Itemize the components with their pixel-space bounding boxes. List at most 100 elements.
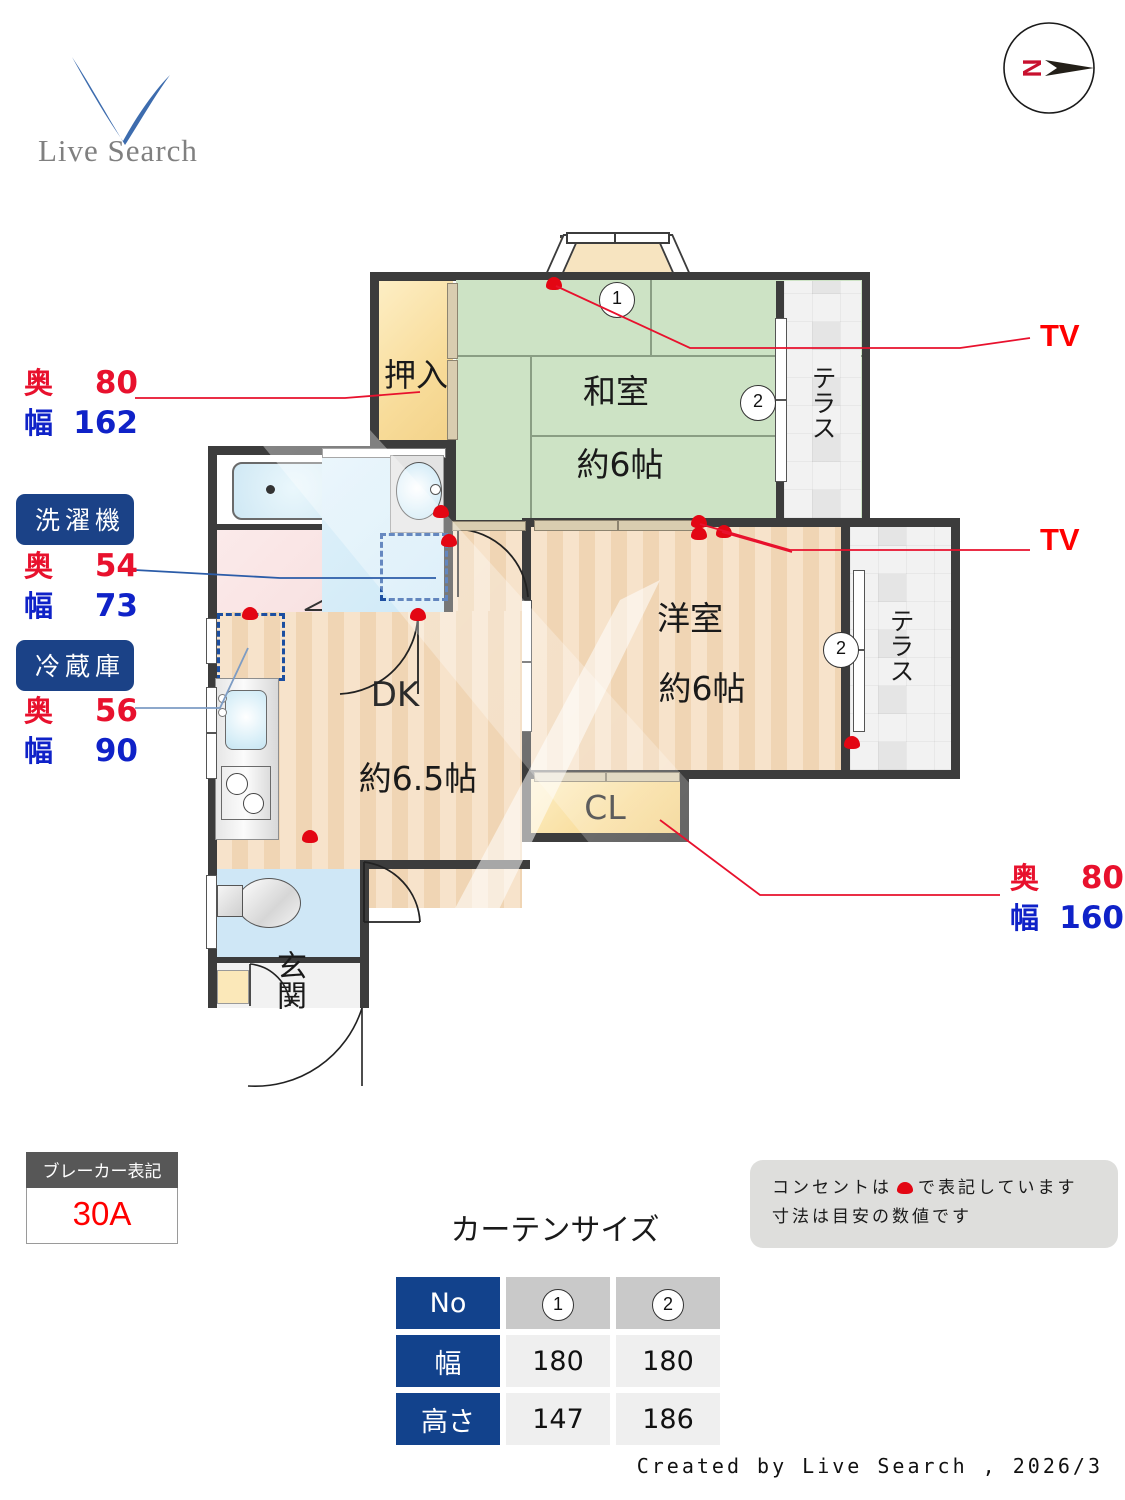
oshiire-fusuma-top <box>447 283 458 359</box>
annotation-cl: 奥 80 幅 160 <box>1010 855 1124 936</box>
kitchen-sink-icon <box>225 690 267 750</box>
toilet-door-swing-icon <box>363 861 421 923</box>
table-row-width: 幅 180 180 <box>396 1335 720 1387</box>
cl-width-value: 160 <box>1059 900 1124 936</box>
cell-height-2: 186 <box>616 1393 720 1445</box>
cell-height-1: 147 <box>506 1393 610 1445</box>
yoshitsu-west-sash-lower[interactable] <box>521 662 532 732</box>
label-cl: CL <box>584 788 626 827</box>
tatami-seam-1 <box>456 355 862 357</box>
annotation-oshiire: 奥 80 幅 162 <box>24 360 138 441</box>
wall-north-right <box>861 272 870 524</box>
curtain-size-section: カーテンサイズ No 1 2 幅 180 180 高さ 147 186 <box>390 1205 726 1451</box>
curtain-no-2: 2 <box>652 1288 684 1321</box>
yoshitsu-sliding-door-right[interactable] <box>618 520 696 531</box>
outlet-yoshitsu-north-c <box>716 525 732 538</box>
hall-door-swing-icon <box>457 528 529 598</box>
cl-width-key: 幅 <box>1010 901 1040 935</box>
legend-line-1-before: コンセントは <box>772 1178 892 1198</box>
toilet-tank-icon <box>217 885 243 917</box>
tv-label-south: TV <box>1040 522 1080 557</box>
toilet-bowl-icon <box>237 878 301 928</box>
wall-cl-bottom <box>522 833 689 842</box>
table-row-height: 高さ 147 186 <box>396 1393 720 1445</box>
outlet-dk-hall <box>410 608 426 621</box>
row-header-height: 高さ <box>396 1393 500 1445</box>
row-header-width: 幅 <box>396 1335 500 1387</box>
tag-washing-machine: 洗濯機 <box>16 494 134 545</box>
bay-window-mullion <box>614 232 616 242</box>
legend-line-2: 寸法は目安の数値です <box>772 1207 972 1227</box>
bathtub-drain-icon <box>266 485 275 494</box>
window-sash-terrace-north-lower[interactable] <box>775 400 787 482</box>
room-oshiire <box>379 281 453 440</box>
cell-width-1: 180 <box>506 1335 610 1387</box>
outlet-washitsu-north <box>546 277 562 290</box>
cell-no-2: 2 <box>616 1277 720 1329</box>
hall-door-frame <box>452 521 526 531</box>
window-sash-terrace-south-upper[interactable] <box>853 570 865 650</box>
wall-cl-right <box>680 770 689 842</box>
tag-refrigerator: 冷蔵庫 <box>16 640 134 691</box>
kitchen-faucet-icon <box>218 694 227 703</box>
fridge-width-value: 90 <box>94 733 138 769</box>
sink-faucet-icon <box>430 484 441 495</box>
toilet-window-sash[interactable] <box>206 875 217 949</box>
fridge-depth-key: 奥 <box>24 694 54 728</box>
tatami-seam-2 <box>650 280 652 356</box>
window-marker-2-south: 2 <box>823 632 859 668</box>
yoshitsu-sliding-door-left[interactable] <box>534 520 618 531</box>
brand-name: Live Search <box>38 133 198 168</box>
window-sash-terrace-north-upper[interactable] <box>775 318 787 400</box>
compass-label: N <box>1017 59 1047 78</box>
tatami-seam-4 <box>530 435 800 437</box>
west-sash-1[interactable] <box>206 618 217 664</box>
west-sash-3[interactable] <box>206 733 217 779</box>
entrance-door-swing-icon <box>247 1007 363 1088</box>
window-sash-terrace-south-lower[interactable] <box>853 650 865 732</box>
washer-width-key: 幅 <box>24 589 54 623</box>
compass-north-icon: N <box>999 18 1099 118</box>
washing-machine-slot <box>380 533 448 601</box>
cl-depth-key: 奥 <box>1010 861 1040 895</box>
label-terrace-north: テラス <box>808 365 837 440</box>
outlet-washing-machine <box>441 534 457 547</box>
wall-south-right <box>951 518 960 778</box>
row-header-no: No <box>396 1277 500 1329</box>
outlet-yoshitsu-east <box>844 736 860 749</box>
label-washitsu-size: 約6帖 <box>576 445 664 484</box>
stove-burner-2-icon <box>243 793 264 814</box>
oshiire-width-key: 幅 <box>24 406 54 440</box>
yoshitsu-west-sash-upper[interactable] <box>521 600 532 662</box>
breaker-box: ブレーカー表記 30A <box>26 1152 178 1244</box>
outlet-mark-icon <box>897 1182 913 1194</box>
oshiire-depth-key: 奥 <box>24 366 54 400</box>
legend-line-1: コンセントはで表記しています <box>750 1174 1118 1203</box>
cell-width-2: 180 <box>616 1335 720 1387</box>
west-sash-2[interactable] <box>206 687 217 733</box>
breaker-value: 30A <box>26 1188 178 1244</box>
checkmark-v-logo <box>72 57 170 145</box>
brand-logo: Live Search <box>30 45 270 185</box>
curtain-title: カーテンサイズ <box>450 1213 660 1248</box>
annotation-washing-machine: 奥 54 幅 73 <box>24 543 138 624</box>
oshiire-depth-value: 80 <box>94 365 138 401</box>
oshiire-width-value: 162 <box>73 405 138 441</box>
cl-sliding-door-right[interactable] <box>606 772 680 782</box>
fridge-width-key: 幅 <box>24 734 54 768</box>
cl-depth-value: 80 <box>1080 860 1124 896</box>
cl-sliding-door-left[interactable] <box>534 772 606 782</box>
legend-note: コンセントはで表記しています 寸法は目安の数値です <box>750 1160 1118 1248</box>
label-terrace-south: テラス <box>886 608 915 683</box>
washer-depth-key: 奥 <box>24 549 54 583</box>
cell-no-1: 1 <box>506 1277 610 1329</box>
annotation-refrigerator: 奥 56 幅 90 <box>24 688 138 769</box>
label-dk-size: 約6.5帖 <box>358 759 478 798</box>
label-washitsu-name: 和室 <box>583 372 649 411</box>
table-row-no: No 1 2 <box>396 1277 720 1329</box>
label-yoshitsu-size: 約6帖 <box>658 669 746 708</box>
wall-north-top <box>370 272 870 281</box>
room-yoshitsu <box>531 527 841 770</box>
stove-icon <box>221 766 271 820</box>
outlet-dk-south <box>302 830 318 843</box>
